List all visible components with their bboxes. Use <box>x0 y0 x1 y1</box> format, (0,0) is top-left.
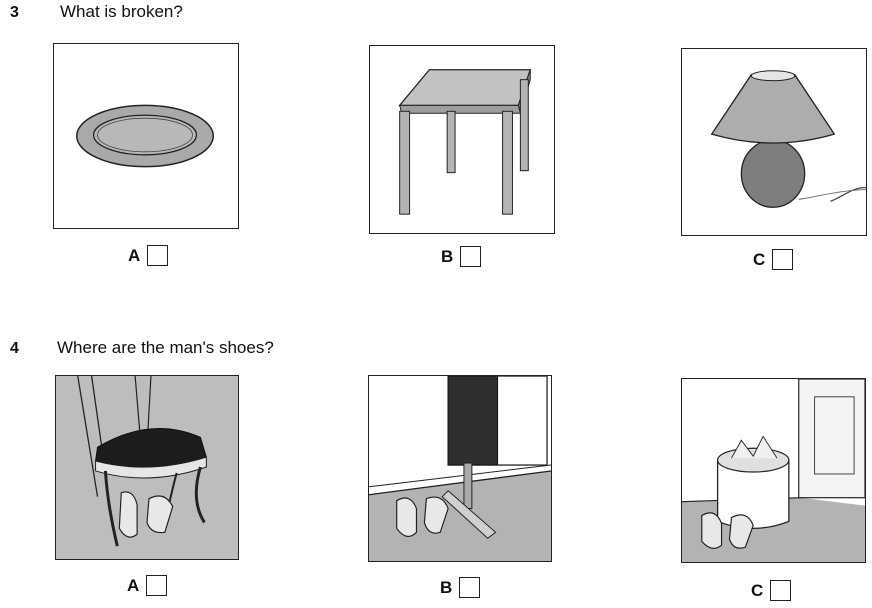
answer-checkbox[interactable] <box>770 580 792 601</box>
q4-option-c-picture <box>681 378 866 563</box>
answer-checkbox[interactable] <box>459 577 481 598</box>
answer-checkbox[interactable] <box>147 245 169 266</box>
q4-option-c[interactable]: C <box>751 580 792 601</box>
shoes-by-speaker-icon <box>369 376 551 561</box>
q3-option-a-picture <box>53 43 239 229</box>
option-letter: B <box>440 577 453 597</box>
q3-option-b[interactable]: B <box>441 246 482 267</box>
question-4-number: 4 <box>10 340 19 357</box>
option-letter: C <box>751 580 764 600</box>
plate-icon <box>76 104 215 168</box>
question-3-number: 3 <box>10 4 19 21</box>
q3-option-a[interactable]: A <box>128 245 169 266</box>
option-letter: C <box>753 249 766 269</box>
answer-checkbox[interactable] <box>146 575 168 596</box>
q4-option-b[interactable]: B <box>440 577 481 598</box>
option-letter: B <box>441 246 454 266</box>
answer-checkbox[interactable] <box>772 249 794 270</box>
option-letter: A <box>128 245 141 265</box>
answer-checkbox[interactable] <box>460 246 482 267</box>
q3-option-b-picture <box>369 45 555 234</box>
q4-option-a-picture <box>55 375 239 560</box>
lamp-icon <box>710 70 866 208</box>
shoes-under-chair-icon <box>56 376 238 559</box>
q3-option-c-picture <box>681 48 867 236</box>
option-letter: A <box>127 575 140 595</box>
q4-option-a[interactable]: A <box>127 575 168 596</box>
shoes-by-bin-icon <box>682 379 865 562</box>
q3-option-c[interactable]: C <box>753 249 794 270</box>
question-4-text: Where are the man's shoes? <box>57 338 274 357</box>
q4-option-b-picture <box>368 375 552 562</box>
question-3-text: What is broken? <box>60 2 183 21</box>
table-icon <box>398 69 532 215</box>
